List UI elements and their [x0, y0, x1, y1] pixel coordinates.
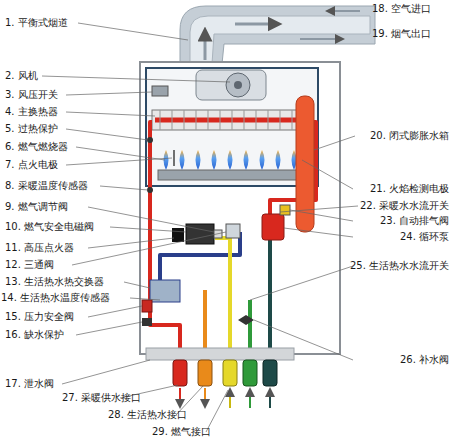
dhw-heat-exchanger — [150, 280, 180, 302]
three-way-valve — [226, 224, 240, 238]
callout-label: 2. 风机 — [5, 70, 38, 82]
callout-label: 4. 主换热器 — [5, 106, 58, 118]
callout-label: 14. 生活热水温度传感器 — [1, 292, 110, 304]
callout-label: 18. 空气进口 — [372, 3, 431, 15]
boiler-housing — [140, 62, 340, 354]
callout-label: 22. 采暖水水流开关 — [360, 200, 449, 212]
callout-label: 29. 燃气接口 — [152, 426, 211, 438]
main-heat-exchanger — [152, 110, 312, 130]
connection-manifold — [146, 348, 294, 360]
callout-label: 28. 生活热水接口 — [108, 409, 187, 421]
gas-burner — [158, 150, 306, 180]
callout-label: 7. 点火电极 — [5, 159, 58, 171]
callout-label: 26. 补水阀 — [400, 354, 449, 366]
pressure-relief-valve — [142, 300, 152, 312]
callout-label: 6. 燃气燃烧器 — [5, 141, 68, 153]
callout-label: 12. 三通阀 — [5, 259, 54, 271]
fill-valve — [238, 315, 254, 325]
callout-label: 13. 生活热水热交换器 — [5, 276, 104, 288]
callout-label: 20. 闭式膨胀水箱 — [370, 130, 449, 142]
callout-label: 8. 采暖温度传感器 — [5, 180, 88, 192]
callout-label: 11. 高压点火器 — [5, 242, 74, 254]
callout-label: 9. 燃气调节阀 — [5, 201, 68, 213]
callout-label: 1. 平衡式烟道 — [5, 17, 68, 29]
callout-label: 19. 烟气出口 — [372, 28, 431, 40]
callout-label: 17. 泄水阀 — [5, 378, 54, 390]
callout-label: 16. 缺水保护 — [5, 329, 64, 341]
callout-label: 23. 自动排气阀 — [380, 215, 449, 227]
pressure-switch — [152, 86, 168, 96]
callout-label: 24. 循环泵 — [400, 231, 449, 243]
low-water-protection — [142, 318, 152, 326]
callout-label: 25. 生活热水水流开关 — [350, 260, 449, 272]
fan — [196, 70, 266, 100]
callout-label: 3. 风压开关 — [5, 89, 58, 101]
connectors — [173, 360, 277, 408]
callout-label: 27. 采暖供水接口 — [62, 392, 141, 404]
circulation-pump — [262, 205, 290, 240]
callout-label: 10. 燃气安全电磁阀 — [5, 221, 94, 233]
callout-label: 15. 压力安全阀 — [5, 311, 74, 323]
flue-pipe — [180, 6, 375, 64]
igniter — [172, 228, 184, 242]
callout-label: 5. 过热保护 — [5, 123, 58, 135]
heating-pipes — [150, 122, 316, 350]
callout-label: 21. 火焰检测电极 — [370, 183, 449, 195]
combustion-chamber — [146, 68, 318, 186]
